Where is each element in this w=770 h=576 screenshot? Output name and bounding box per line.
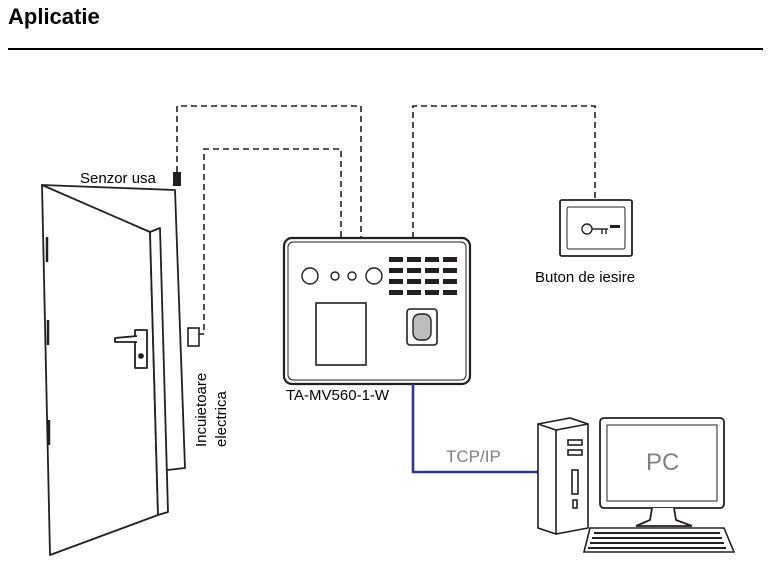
device-sensor (347, 271, 357, 281)
pc-drive-bay (567, 449, 583, 456)
pc-label: PC (646, 449, 679, 476)
wire-exit-button (412, 105, 596, 238)
fingerprint-window (412, 313, 432, 341)
device-screen (315, 302, 367, 366)
exit-button-face (566, 206, 626, 250)
network-label: TCP/IP (446, 447, 501, 466)
page-title: Aplicatie (8, 4, 100, 29)
device-keypad (389, 257, 457, 295)
pc-drive-bay (567, 439, 583, 446)
monitor-icon (599, 417, 725, 527)
monitor-stand (635, 507, 693, 527)
key-icon (581, 223, 608, 235)
wire-door-sensor (176, 105, 362, 238)
door-handle (114, 335, 138, 343)
device-camera-right (365, 267, 383, 285)
title-divider (8, 48, 763, 50)
electric-lock-icon (187, 327, 200, 347)
network-cable (411, 384, 540, 474)
monitor-screen (606, 424, 718, 502)
door-leaf (41, 184, 159, 556)
pc-panel (571, 469, 579, 495)
dashed-wiring (176, 105, 596, 330)
door-sensor-icon (173, 172, 181, 186)
device-sensor (330, 271, 340, 281)
terminal-device-icon (282, 236, 472, 386)
door-icon (41, 184, 186, 556)
electric-lock-label-line1: Incuietoare (193, 373, 210, 447)
door-keyhole (138, 353, 144, 359)
wire-electric-lock (203, 148, 342, 330)
exit-button-icon (559, 199, 633, 257)
exit-button-logo (610, 225, 620, 228)
door-edge (149, 227, 169, 516)
door-lock-plate (134, 329, 148, 369)
door-sensor-label: Senzor usa (80, 170, 157, 187)
electric-lock-label-line2: electrica (213, 390, 230, 447)
pc-tower-body (537, 417, 589, 535)
pc-port (572, 499, 578, 509)
device-model-label: TA-MV560-1-W (286, 387, 390, 404)
exit-button-label: Buton de iesire (535, 269, 635, 286)
device-camera-left (301, 267, 319, 285)
keyboard-icon (582, 527, 736, 553)
keyboard-keys (588, 532, 726, 549)
device-bezel (287, 241, 467, 381)
pc-tower-icon (537, 417, 589, 535)
